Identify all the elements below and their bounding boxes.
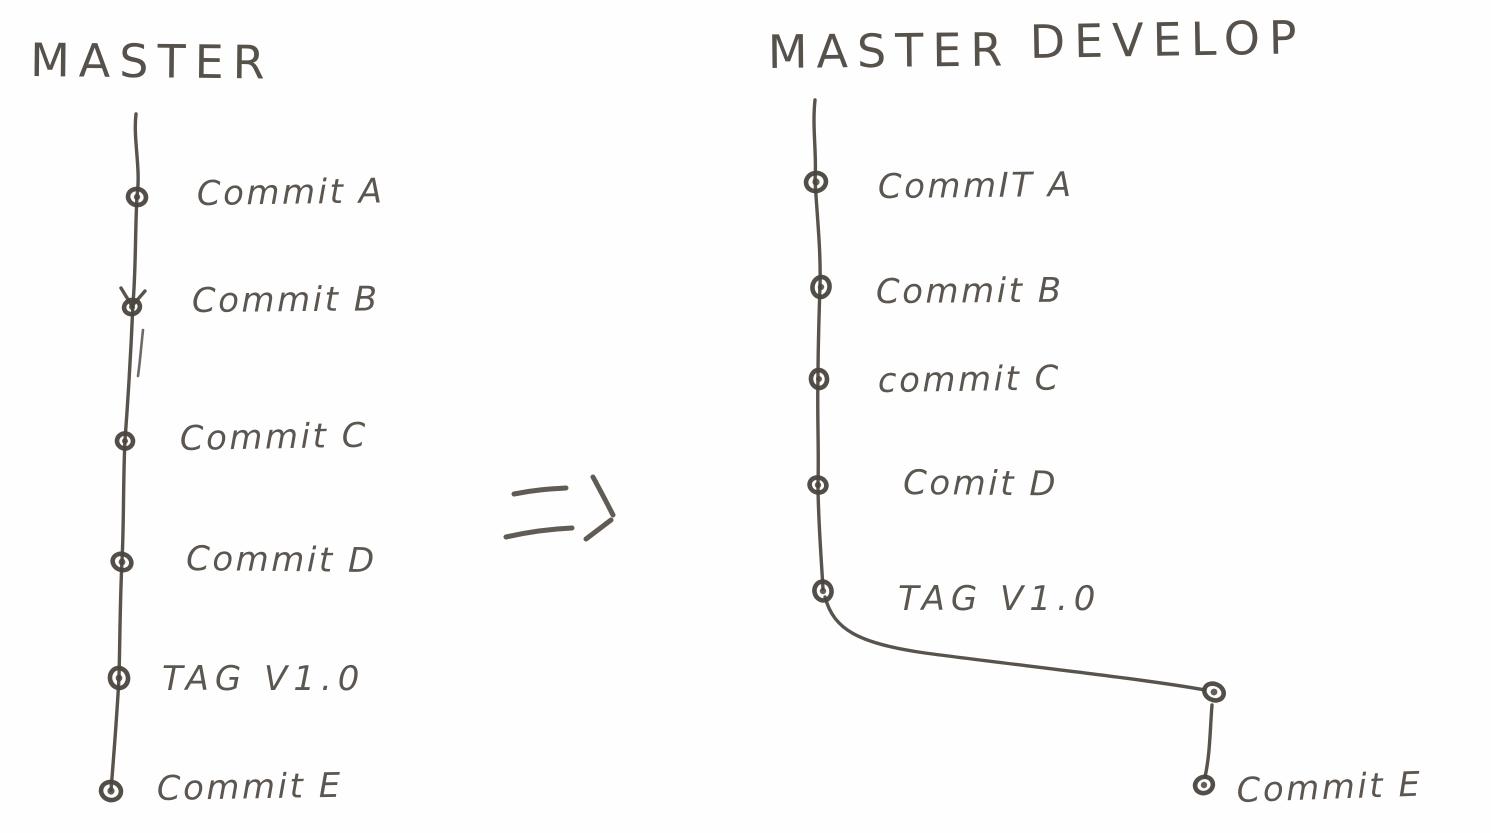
commit-label: Commit E: [156, 766, 343, 809]
commit-label: Commit E: [1236, 765, 1423, 811]
commit-node: [803, 170, 829, 194]
commit-node: [98, 779, 124, 803]
commit-node: [107, 665, 131, 691]
commit-label: Commit B: [192, 279, 380, 321]
transform-arrow: [503, 474, 616, 542]
after-develop-branch-title: DEVELOP: [1029, 10, 1306, 69]
before-line-overlap-stroke: [136, 328, 145, 378]
commit-node: [125, 186, 149, 208]
commit-label: Commit B: [876, 271, 1064, 312]
commit-node: [807, 475, 829, 495]
after-master-branch-title: MASTER: [768, 22, 1012, 79]
commit-label: commit C: [878, 358, 1062, 401]
branch-point-node: [1202, 681, 1226, 703]
commit-label: CommIT A: [878, 165, 1074, 207]
before-master-branch-title: MASTER: [30, 33, 274, 90]
arrow-lower-bar: [503, 525, 575, 540]
commit-label: Commit D: [186, 539, 377, 581]
commit-node: [121, 297, 143, 317]
commit-label: Commit C: [179, 416, 368, 459]
commit-node: [110, 551, 134, 573]
arrow-head-upper: [590, 474, 616, 518]
commit-node: [808, 367, 830, 391]
develop-branch-line: [1203, 703, 1214, 779]
arrow-upper-bar: [511, 485, 569, 497]
tag-label: TAG V1.0: [898, 579, 1101, 619]
tag-label: TAG V1.0: [162, 659, 365, 699]
commit-node: [1192, 774, 1216, 796]
after-graph: MASTER DEVELOP CommIT A Commit B commit …: [768, 10, 1424, 811]
commit-label: Commit A: [197, 171, 385, 214]
commit-label: Comit D: [903, 463, 1058, 504]
commit-node: [114, 431, 136, 451]
arrow-head-lower: [583, 517, 614, 542]
before-line-arrowhead: [119, 286, 147, 308]
commit-node: [812, 579, 834, 603]
develop-branch-curve: [823, 595, 1207, 692]
commit-node: [810, 274, 832, 300]
before-graph: MASTER Commit A Commit B Commit C Commit…: [30, 33, 385, 809]
